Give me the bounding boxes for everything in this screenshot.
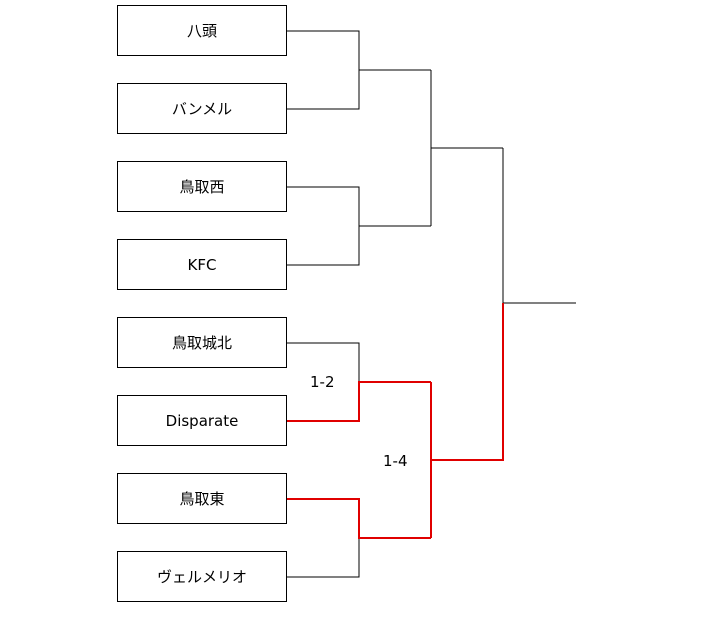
team-name: バンメル bbox=[171, 100, 233, 118]
winner-path-final bbox=[431, 303, 504, 461]
match-score-sf2: 1-4 bbox=[383, 452, 408, 470]
match-score-qf3: 1-2 bbox=[310, 373, 335, 391]
team-box-tottori-johoku: 鳥取城北 bbox=[117, 317, 287, 368]
team-box-tottori-higashi: 鳥取東 bbox=[117, 473, 287, 524]
team-box-vermelho: ヴェルメリオ bbox=[117, 551, 287, 602]
team-name: 鳥取城北 bbox=[171, 334, 232, 352]
winner-path-qf3 bbox=[287, 381, 431, 422]
team-name: 鳥取西 bbox=[179, 178, 225, 196]
team-box-tottori-nishi: 鳥取西 bbox=[117, 161, 287, 212]
team-box-kfc: KFC bbox=[117, 239, 287, 290]
winner-path-qf4 bbox=[287, 498, 431, 539]
team-name: 鳥取東 bbox=[179, 490, 225, 508]
team-box-disparate: Disparate bbox=[117, 395, 287, 446]
connector-qf1 bbox=[287, 30, 360, 110]
connector-qf3-top bbox=[287, 342, 360, 382]
team-name: 八頭 bbox=[186, 22, 217, 40]
connector-qf4-bottom bbox=[287, 538, 360, 578]
team-name: ヴェルメリオ bbox=[156, 568, 247, 586]
team-box-yazu: 八頭 bbox=[117, 5, 287, 56]
team-box-banmeru: バンメル bbox=[117, 83, 287, 134]
team-name: KFC bbox=[187, 255, 217, 274]
team-name: Disparate bbox=[165, 411, 239, 430]
connector-qf2 bbox=[287, 186, 360, 266]
